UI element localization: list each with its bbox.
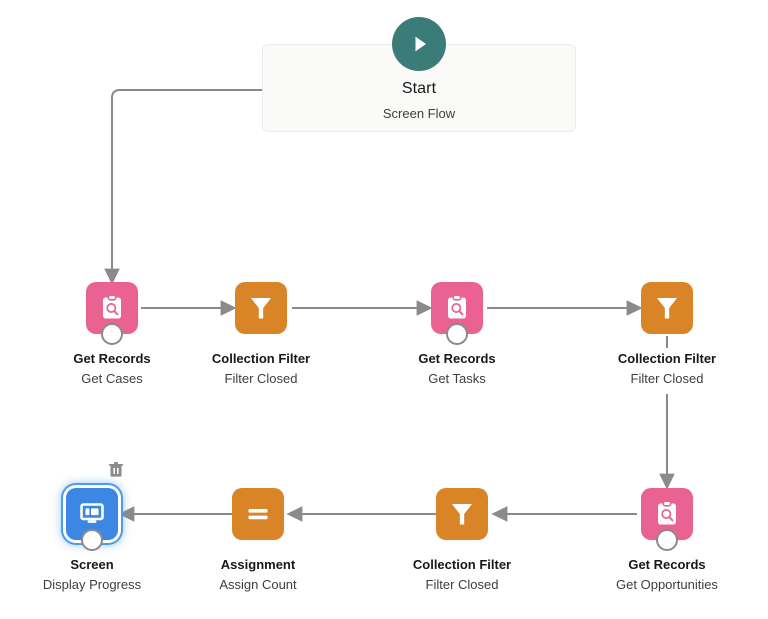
node-icon-box[interactable] [641, 488, 693, 551]
node-subtitle: Get Tasks [428, 371, 486, 386]
funnel-icon [447, 499, 477, 529]
connector-start-to-get-cases [104, 89, 262, 285]
node-title: Assignment [220, 557, 296, 572]
label-backdrop [387, 348, 527, 394]
node-get-cases[interactable]: Get Records Get Cases [42, 282, 182, 394]
label-backdrop [191, 348, 331, 394]
screen-icon [77, 499, 107, 529]
node-subtitle: Get Cases [81, 371, 143, 386]
play-icon[interactable] [392, 17, 446, 71]
node-display-progress[interactable]: Screen Display Progress [22, 462, 162, 593]
node-subtitle: Display Progress [42, 577, 142, 592]
equals-icon [243, 499, 273, 529]
node-connector-badge[interactable] [656, 529, 678, 551]
node-title: Collection Filter [617, 351, 717, 366]
node-icon-box[interactable] [66, 462, 123, 551]
node-icon-box[interactable] [86, 282, 138, 345]
get-records-icon [442, 293, 472, 323]
funnel-icon [246, 293, 276, 323]
node-subtitle: Assign Count [219, 577, 297, 592]
node-connector-badge[interactable] [81, 529, 103, 551]
node-title: Get Records [628, 557, 706, 572]
node-filter-closed-1[interactable]: Collection Filter Filter Closed [191, 282, 331, 394]
label-backdrop [42, 348, 182, 394]
node-icon-box[interactable] [232, 488, 284, 540]
node-title: Collection Filter [211, 351, 311, 366]
node-filter-closed-2[interactable]: Collection Filter Filter Closed [597, 282, 737, 394]
node-title: Collection Filter [412, 557, 512, 572]
node-filter-closed-3[interactable]: Collection Filter Filter Closed [392, 488, 532, 593]
node-icon-box[interactable] [436, 488, 488, 540]
node-icon-box[interactable] [641, 282, 693, 334]
node-icon-box[interactable] [431, 282, 483, 345]
node-icon-box[interactable] [235, 282, 287, 334]
start-title: Start [401, 80, 437, 97]
funnel-icon [652, 293, 682, 323]
node-title: Screen [70, 557, 114, 572]
node-get-opportunities[interactable]: Get Records Get Opportunities [597, 488, 737, 593]
get-records-icon [97, 293, 127, 323]
node-connector-badge[interactable] [446, 323, 468, 345]
get-records-icon [652, 499, 682, 529]
node-title: Get Records [418, 351, 496, 366]
node-subtitle: Filter Closed [224, 371, 298, 386]
delete-icon[interactable] [109, 462, 123, 478]
node-connector-badge[interactable] [101, 323, 123, 345]
node-subtitle: Filter Closed [630, 371, 704, 386]
start-subtitle: Screen Flow [382, 106, 456, 121]
node-subtitle: Get Opportunities [616, 577, 718, 592]
node-assign-count[interactable]: Assignment Assign Count [188, 488, 328, 593]
node-title: Get Records [73, 351, 151, 366]
node-subtitle: Filter Closed [425, 577, 499, 592]
node-get-tasks[interactable]: Get Records Get Tasks [387, 282, 527, 394]
